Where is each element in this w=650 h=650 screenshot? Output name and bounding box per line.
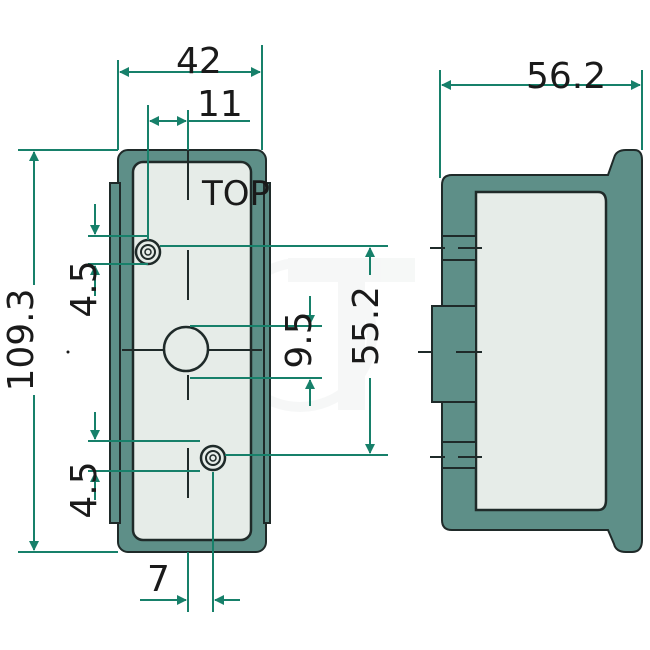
dim-hole-spacing-label: 55.2	[346, 286, 387, 366]
dim-width-label: 42	[176, 41, 222, 82]
upper-mounting-hole	[134, 238, 162, 266]
side-clip-middle	[431, 305, 477, 403]
side-lens	[474, 190, 608, 512]
dimension-labels: 42 11 109.3 4.5 4.5 9.5 55.2 7 56.2	[1, 41, 606, 600]
dimension-lines	[18, 45, 643, 612]
stray-dot	[66, 350, 70, 354]
dim-height-label: 109.3	[1, 288, 42, 391]
center-hole	[162, 325, 210, 373]
dim-depth-label: 56.2	[526, 56, 606, 97]
front-centerlines	[122, 150, 262, 498]
front-view: TOP	[109, 149, 271, 553]
top-label: TOP	[201, 174, 270, 214]
dim-hole-offset-bottom-label: 7	[147, 559, 170, 600]
dim-upper-gap-label: 4.5	[64, 260, 105, 317]
side-centerlines	[418, 247, 482, 458]
dim-center-hole-label: 9.5	[279, 311, 320, 368]
lower-mounting-hole	[199, 444, 227, 472]
side-view	[418, 149, 643, 553]
dim-hole-offset-top-label: 11	[197, 84, 243, 125]
dim-lower-gap-label: 4.5	[64, 461, 105, 518]
side-clip-bottom	[441, 441, 477, 469]
